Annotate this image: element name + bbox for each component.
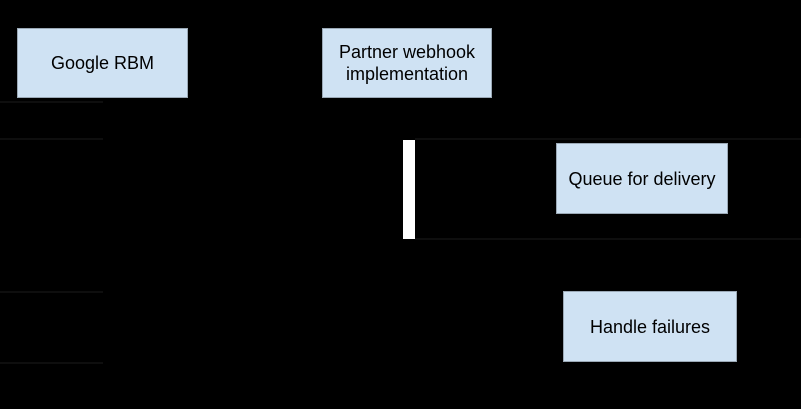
faint-arrow-line-2: [0, 138, 103, 140]
faint-arrow-line-1: [0, 101, 103, 103]
faint-arrow-line-5: [0, 291, 103, 293]
step-label-queue-for-delivery: Queue for delivery: [568, 168, 716, 189]
participant-label-partner-webhook: Partner webhook implementation: [338, 42, 476, 84]
faint-arrow-line-6: [0, 362, 103, 364]
step-label-handle-failures: Handle failures: [589, 316, 711, 337]
faint-arrow-line-4: [415, 238, 801, 240]
activation-bar: [403, 140, 415, 239]
step-box-queue-for-delivery: Queue for delivery: [556, 143, 728, 214]
participant-label-google-rbm: Google RBM: [50, 53, 155, 73]
faint-arrow-line-3: [415, 138, 801, 140]
participant-box-google-rbm: Google RBM: [17, 28, 188, 98]
participant-box-partner-webhook: Partner webhook implementation: [322, 28, 492, 98]
step-box-handle-failures: Handle failures: [563, 291, 737, 362]
